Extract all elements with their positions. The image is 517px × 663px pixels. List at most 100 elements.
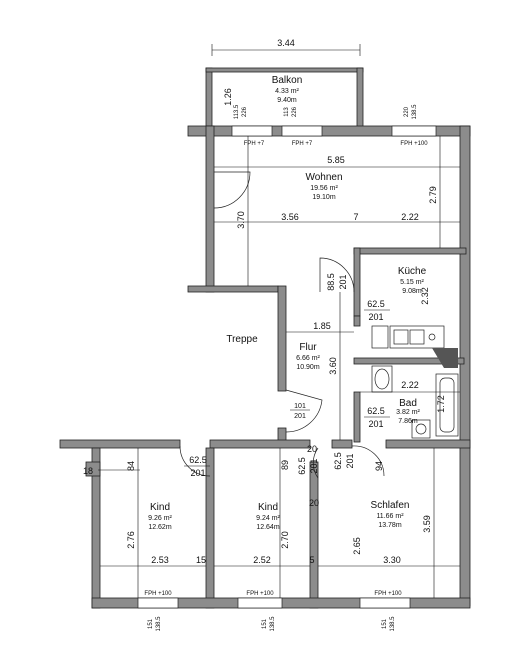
dim-kind1-width: 2.53 — [151, 555, 169, 565]
fph-label: FPH +100 — [374, 591, 402, 597]
room-kueche: Küche 5.15 m² 9.08m — [398, 266, 427, 295]
dim-kueche-height: 2.32 — [420, 287, 430, 305]
room-schlafen: Schlafen 11.66 m² 13.78m — [371, 500, 410, 529]
dim-flur-width: 1.85 — [313, 321, 331, 331]
svg-text:138.5: 138.5 — [412, 104, 418, 120]
dimension-labels: 3.44 1.26 5.85 2.79 3.70 3.56 7 2.22 2.3… — [83, 38, 446, 565]
fph-label: FPH +7 — [292, 141, 313, 147]
svg-text:88.5: 88.5 — [326, 273, 336, 291]
room-name: Flur — [299, 342, 317, 353]
windows — [137, 125, 437, 609]
room-area: 5.15 m² — [400, 279, 424, 286]
svg-text:220: 220 — [404, 106, 410, 117]
dim-kind2-width: 2.52 — [253, 555, 271, 565]
door-label-bad: 62.5 201 — [364, 406, 390, 429]
svg-text:226: 226 — [242, 106, 248, 117]
dim-20b: 20 — [309, 498, 319, 508]
door-label-schlafen: 62.5 201 — [333, 452, 355, 470]
svg-text:62.5: 62.5 — [297, 457, 307, 475]
svg-text:151: 151 — [382, 618, 388, 629]
room-perimeter: 9.08m — [402, 288, 422, 295]
dim-kind2-89: 89 — [280, 460, 290, 470]
room-flur: Flur 6.66 m² 10.90m — [296, 342, 320, 371]
dim-20a: 20 — [307, 444, 317, 454]
dim-wohnen-height: 2.79 — [428, 186, 438, 204]
fph-label: FPH +100 — [246, 591, 274, 597]
room-bad: Bad 3.82 m² 7.86m — [396, 398, 420, 425]
dim-kind1-15: 15 — [196, 555, 206, 565]
dim-balkon-width: 3.44 — [277, 38, 295, 48]
dim-kind1-18: 18 — [83, 466, 93, 476]
door-label-kueche-vertical: 88.5 201 — [326, 273, 348, 291]
kitchen-fixtures — [371, 325, 458, 368]
dim-kind2-5: 5 — [309, 555, 314, 565]
dim-balkon-depth: 1.26 — [223, 88, 233, 106]
svg-text:62.5: 62.5 — [367, 406, 385, 416]
svg-text:62.5: 62.5 — [367, 299, 385, 309]
room-perimeter: 12.64m — [256, 524, 280, 531]
room-area: 3.82 m² — [396, 409, 420, 416]
room-name: Kind — [150, 502, 170, 513]
svg-text:201: 201 — [338, 274, 348, 289]
dim-356: 3.56 — [281, 212, 299, 222]
dim-flur-height: 3.60 — [328, 357, 338, 375]
bath-fixtures — [371, 365, 459, 439]
room-area: 6.66 m² — [296, 355, 320, 362]
dim-bad-width: 2.22 — [401, 380, 419, 390]
svg-text:113.5: 113.5 — [234, 104, 240, 119]
room-name: Schlafen — [371, 500, 410, 511]
svg-text:113: 113 — [284, 107, 290, 117]
room-area: 4.33 m² — [275, 88, 299, 95]
top-window-labels: FPH +7 FPH +7 FPH +100 113.5 226 113 226… — [234, 104, 428, 147]
room-area: 19.56 m² — [310, 185, 338, 192]
room-perimeter: 12.62m — [148, 524, 172, 531]
room-area: 11.66 m² — [376, 513, 404, 520]
room-area: 9.24 m² — [256, 515, 280, 522]
door-label-kueche-side: 62.5 201 — [364, 299, 390, 322]
room-kind-2: Kind 9.24 m² 12.64m — [256, 502, 280, 531]
room-name: Balkon — [272, 75, 303, 86]
dim-kind1-height: 2.76 — [126, 531, 136, 549]
dimension-lines — [98, 44, 460, 598]
dim-wohnen-depth: 3.70 — [236, 211, 246, 229]
dim-schlafen-359: 3.59 — [422, 515, 432, 533]
room-area: 9.26 m² — [148, 515, 172, 522]
door-label-kind2: 62.5 201 — [297, 457, 319, 475]
room-name: Wohnen — [305, 172, 342, 183]
svg-text:201: 201 — [309, 458, 319, 473]
room-perimeter: 7.86m — [398, 418, 418, 425]
svg-text:201: 201 — [368, 312, 383, 322]
room-perimeter: 10.90m — [296, 364, 320, 371]
dim-222: 2.22 — [401, 212, 419, 222]
svg-text:201: 201 — [294, 413, 306, 420]
room-perimeter: 9.40m — [277, 97, 297, 104]
door-labels: 88.5 201 62.5 201 101 201 62.5 201 62.5 … — [184, 273, 390, 478]
svg-text:138.5: 138.5 — [390, 616, 396, 632]
svg-text:151: 151 — [148, 618, 154, 629]
svg-text:101: 101 — [294, 403, 306, 410]
svg-text:201: 201 — [190, 468, 205, 478]
dim-schlafen-width: 3.30 — [383, 555, 401, 565]
door-swings — [179, 171, 385, 479]
dim-7: 7 — [353, 212, 358, 222]
room-name: Bad — [399, 398, 417, 409]
svg-text:151: 151 — [262, 618, 268, 629]
svg-text:62.5: 62.5 — [333, 452, 343, 470]
room-name: Kind — [258, 502, 278, 513]
door-label-entry: 101 201 — [290, 403, 310, 420]
treppe-label: Treppe — [226, 334, 258, 345]
dim-schlafen-94: 94 — [374, 461, 384, 471]
room-kind-1: Kind 9.26 m² 12.62m — [148, 502, 172, 531]
room-name: Küche — [398, 266, 427, 277]
svg-text:201: 201 — [368, 419, 383, 429]
svg-text:201: 201 — [345, 453, 355, 468]
svg-text:138.5: 138.5 — [156, 616, 162, 632]
dim-schlafen-height: 2.65 — [352, 537, 362, 555]
room-balkon: Balkon 4.33 m² 9.40m — [272, 75, 303, 104]
svg-text:226: 226 — [292, 106, 298, 117]
room-perimeter: 19.10m — [312, 194, 336, 201]
dim-wohnen-width: 5.85 — [327, 155, 345, 165]
dim-kind1-84: 84 — [126, 461, 136, 471]
room-wohnen: Wohnen 19.56 m² 19.10m — [305, 172, 342, 201]
